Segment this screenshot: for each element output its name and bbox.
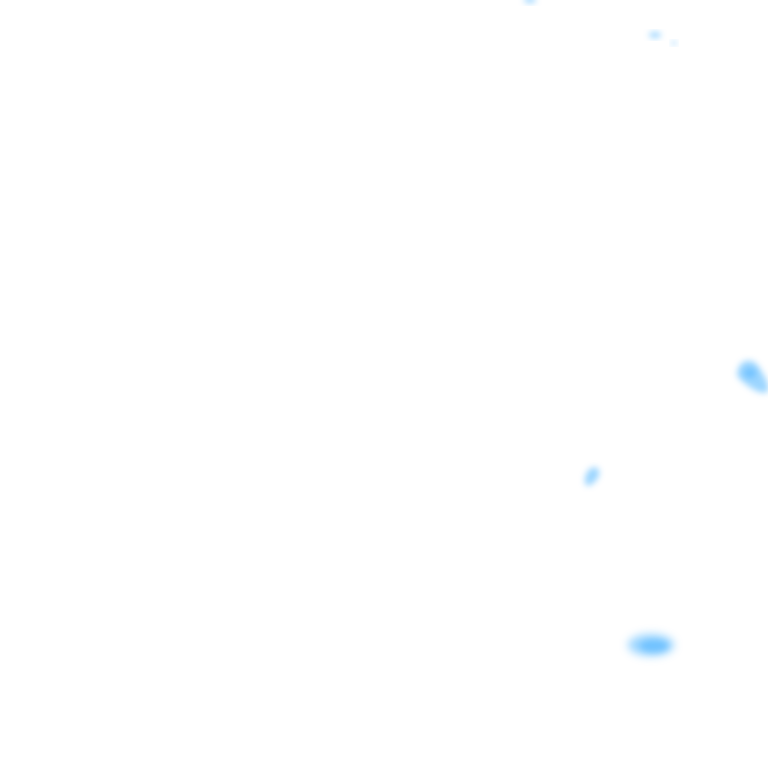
overlay-blob-bottom: [628, 634, 674, 656]
overlay-blob-right-edge: [737, 360, 768, 393]
overlay-blob-top-center: [524, 0, 536, 3]
overlay-blob-middle: [584, 467, 600, 486]
overlay-blob-top-right-1: [649, 32, 661, 38]
overlay-blob-top-right-2: [671, 41, 677, 45]
